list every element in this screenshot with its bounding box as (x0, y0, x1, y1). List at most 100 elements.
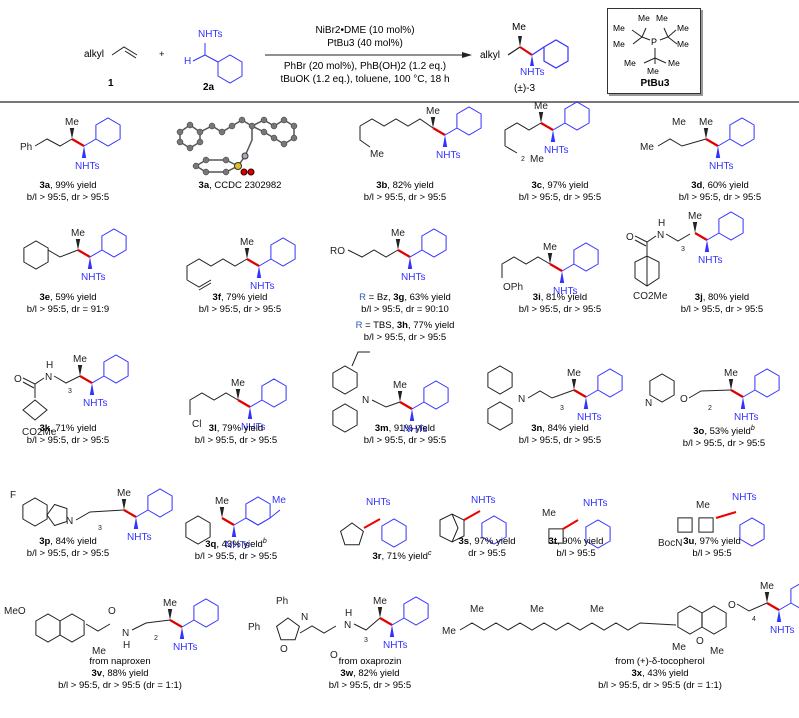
xray-atom (280, 116, 288, 124)
compound-number: 3m (374, 423, 389, 434)
methoxy-label: MeO (4, 606, 26, 617)
bicyclooctane (634, 242, 660, 287)
yield-line: 3o, 53% yieldb (693, 425, 755, 438)
wedge-bond (703, 128, 709, 139)
selectivity-line: b/l > 95:5, dr > 95:5 (dr = 1:1) (598, 680, 722, 691)
bond (561, 263, 575, 272)
methyl-label: Me (73, 354, 87, 365)
methyl-label: Me (393, 380, 407, 391)
yield-line: R = TBS, 3h, 77% yield (355, 320, 455, 331)
selectivity-line: b/l > 95:5, dr > 95:5 (26, 548, 110, 559)
alkyl-chain (347, 249, 399, 258)
nitrogen-label: N (66, 516, 73, 527)
bond (233, 517, 247, 526)
bond (91, 375, 105, 384)
wedge-bond (559, 271, 565, 283)
alkyl-chain (359, 118, 434, 129)
plus-sign: + (159, 49, 165, 60)
cyclohexyl-ring (573, 242, 599, 272)
nhts-label: NHTs (127, 532, 151, 543)
alkyl-chain (359, 126, 371, 148)
methyl-label: Me (699, 117, 713, 128)
yield-line: 3p, 84% yield (39, 536, 97, 547)
methyl-label: Me (391, 228, 405, 239)
bond (409, 249, 423, 258)
alkyl-chain (186, 258, 248, 280)
cyclohexyl-ring (421, 228, 447, 258)
cyclohexyl-ring (101, 228, 127, 258)
bond (89, 249, 103, 258)
selectivity-line: b/l > 95:5, dr > 95:5 (328, 680, 412, 691)
arrow-icon (462, 52, 472, 58)
hydrogen-label: H (345, 608, 352, 619)
yield-line: 3a, 99% yield (39, 180, 97, 191)
new-cc-bond (540, 122, 554, 131)
nhts-label: NHTs (734, 412, 758, 423)
methyl-label: Me (640, 142, 654, 153)
xray-atom (202, 156, 210, 164)
alkyl-chain (85, 623, 111, 632)
methyl-label: Me (470, 604, 484, 615)
new-cc-bond (379, 617, 393, 626)
selectivity-line: b/l > 95:5, dr > 95:5 (518, 304, 602, 315)
subscript-label: 2 (521, 156, 525, 163)
ligand-loading: PtBu3 (40 mol%) (327, 38, 403, 49)
methyl-label: Me (231, 378, 245, 389)
xray-atom (176, 128, 184, 136)
xray-atom (202, 168, 210, 176)
wedge-bond (442, 135, 448, 147)
nhts-label: NHTs (81, 272, 105, 283)
yield-line: 3q, 43% yieldb (205, 538, 267, 551)
nhts-label: NHTs (366, 497, 390, 508)
yield-line: 3x, 43% yield (631, 668, 689, 679)
new-cc-bond (123, 509, 137, 518)
nitrogen-label: N (362, 395, 369, 406)
cyclohexyl-ring (103, 354, 129, 384)
conditions-above: NiBr2•DME (10 mol%) PtBu3 (40 mol%) (260, 24, 470, 50)
oxygen-label: O (14, 374, 22, 385)
reactant-2-label: 2a (203, 82, 215, 93)
selectivity-line: b/l > 95:5, dr > 95:5 (26, 192, 110, 203)
ester-label: CO2Me (22, 427, 57, 438)
cyclohexyl-ring (585, 519, 611, 549)
subscript-label: 3 (681, 246, 685, 253)
methyl-label: Me (542, 508, 556, 519)
wedge-bond (231, 525, 237, 537)
subscript-label: 3 (68, 388, 72, 395)
compound-number: 3x (631, 668, 643, 679)
methyl-label: Me (530, 154, 544, 165)
subscript-label: 2 (154, 635, 158, 642)
benzo-ring (332, 403, 358, 433)
wedge-bond (75, 239, 81, 250)
compound-number: 3w (340, 668, 354, 679)
methyl-label: Me (696, 500, 710, 511)
xray-atom (280, 140, 288, 148)
new-cc-bond (71, 138, 85, 147)
yield-line: R = Bz, 3g, 63% yield (359, 292, 451, 303)
xray-atom (228, 122, 236, 130)
methyl-label: Me (163, 598, 177, 609)
footnote-marker: b (262, 538, 267, 545)
nitrogen-label: N (518, 394, 525, 405)
alkyl-chain (736, 602, 768, 612)
hydrogen-label: H (658, 218, 665, 229)
xray-bonds (194, 159, 240, 173)
subscript-label: 3 (560, 405, 564, 412)
wedge-bond (728, 379, 734, 390)
compound-number: 3t (548, 536, 557, 547)
yield-line: 3n, 84% yield (531, 423, 589, 434)
xray-atom (248, 122, 256, 130)
cyclobutyl-ring (548, 528, 564, 544)
subscript-label: 4 (752, 616, 756, 623)
xray-atom (260, 116, 268, 124)
wedge-bond (583, 397, 589, 409)
bond (135, 509, 149, 518)
alkyl-chain (371, 399, 401, 408)
nhts-label: NHTs (698, 255, 722, 266)
